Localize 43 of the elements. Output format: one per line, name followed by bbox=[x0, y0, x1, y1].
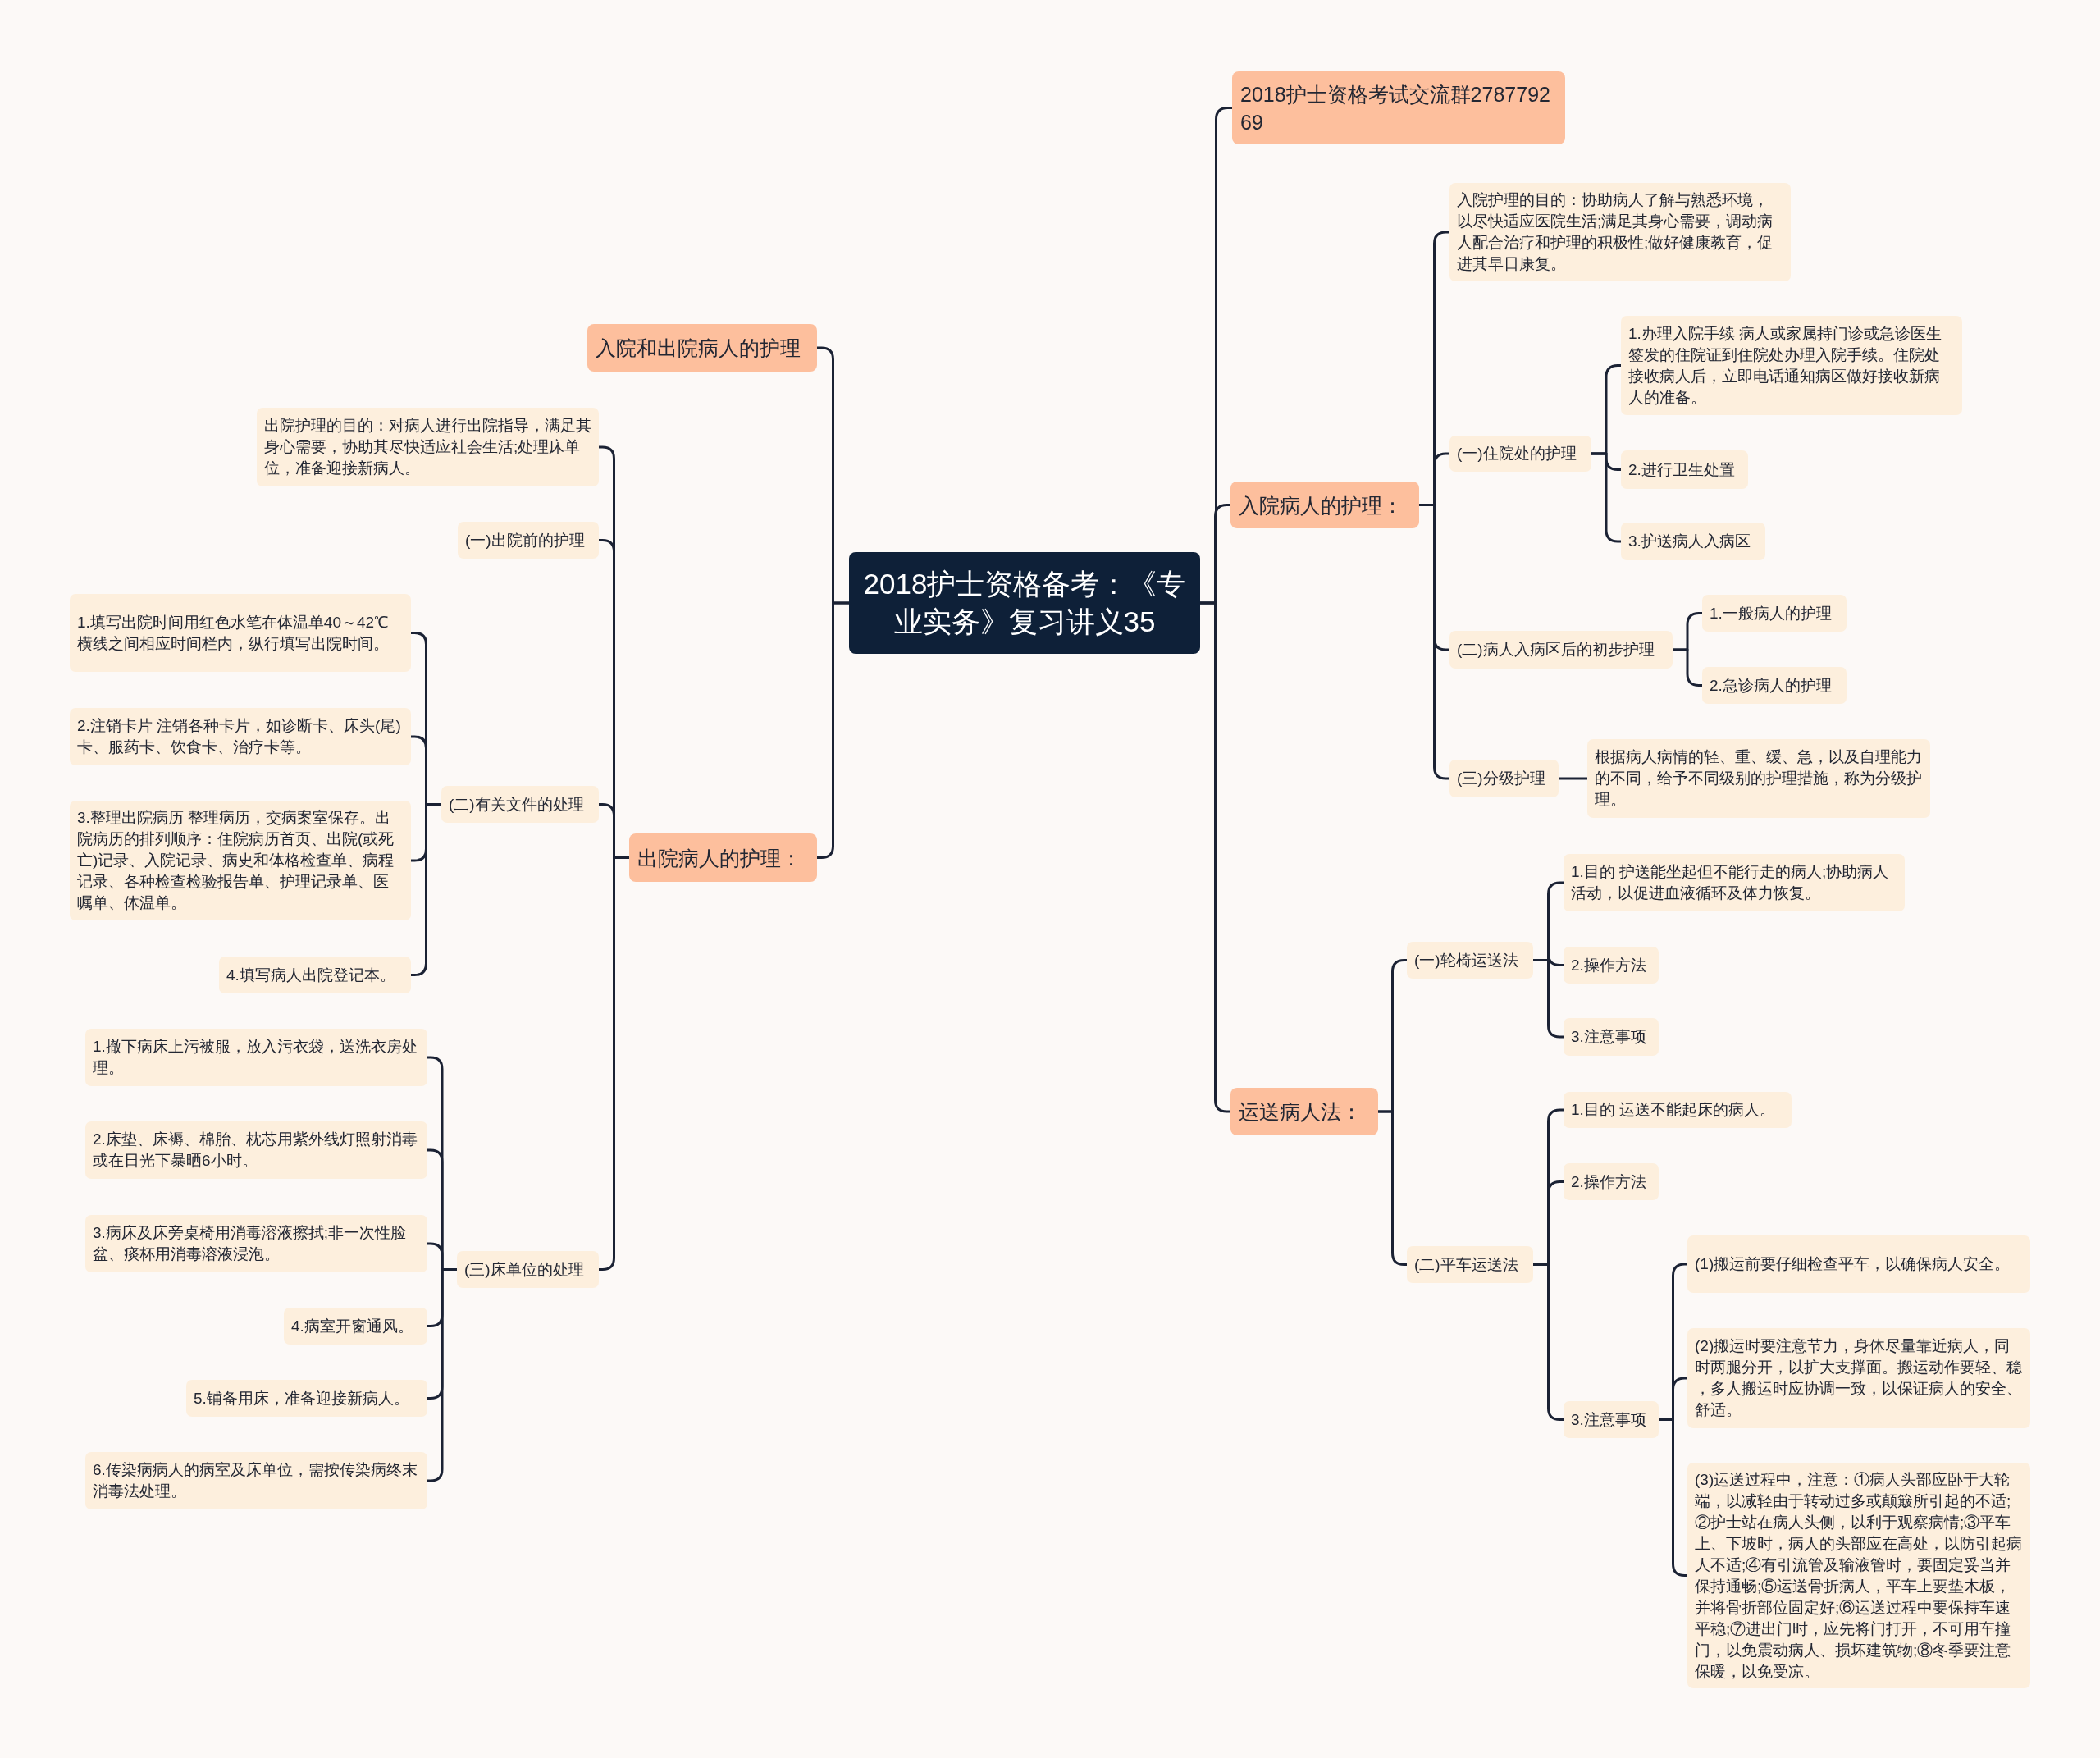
subtopic: 2.操作方法 bbox=[1564, 1163, 1659, 1200]
central-topic: 2018护士资格备考：《专业实务》复习讲义35 bbox=[849, 552, 1200, 654]
subtopic: 3.病床及床旁桌椅用消毒溶液擦拭;非一次性脸盆、痰杯用消毒溶液浸泡。 bbox=[85, 1215, 427, 1272]
subtopic: (三)分级护理 bbox=[1449, 760, 1559, 797]
subtopic: (二)病人入病区后的初步护理 bbox=[1449, 631, 1673, 669]
subtopic: 4.病室开窗通风。 bbox=[284, 1308, 427, 1345]
subtopic: 2.床垫、床褥、棉胎、枕芯用紫外线灯照射消毒或在日光下暴晒6小时。 bbox=[85, 1121, 427, 1179]
subtopic: (2)搬运时要注意节力，身体尽量靠近病人，同时两腿分开，以扩大支撑面。搬运动作要轻、稳，多人搬运时应协调一致，以保证病人的安全、舒适。 bbox=[1687, 1328, 2030, 1428]
subtopic: 3.注意事项 bbox=[1564, 1401, 1659, 1438]
connector-line bbox=[1559, 777, 1587, 780]
subtopic: (1)搬运前要仔细检查平车，以确保病人安全。 bbox=[1687, 1235, 2030, 1293]
subtopic: (二)有关文件的处理 bbox=[441, 786, 599, 823]
connector-line bbox=[1673, 648, 1702, 687]
subtopic: 2.注销卡片 注销各种卡片，如诊断卡、床头(尾)卡、服药卡、饮食卡、治疗卡等。 bbox=[70, 708, 411, 765]
main-topic: 入院病人的护理： bbox=[1230, 482, 1419, 528]
main-topic: 2018护士资格考试交流群278779269 bbox=[1232, 71, 1565, 144]
subtopic: (二)平车运送法 bbox=[1407, 1246, 1533, 1283]
subtopic: 5.铺备用床，准备迎接新病人。 bbox=[186, 1380, 427, 1417]
subtopic: 出院护理的目的：对病人进行出院指导，满足其身心需要，协助其尽快适应社会生活;处理床单位，准备迎接新病人。 bbox=[257, 408, 599, 486]
subtopic: 1.撤下病床上污被服，放入污衣袋，送洗衣房处理。 bbox=[85, 1029, 427, 1086]
subtopic: 6.传染病病人的病室及床单位，需按传染病终末消毒法处理。 bbox=[85, 1452, 427, 1509]
subtopic: 3.注意事项 bbox=[1564, 1018, 1659, 1056]
subtopic: (三)床单位的处理 bbox=[457, 1251, 599, 1288]
main-topic: 运送病人法： bbox=[1230, 1088, 1378, 1135]
subtopic: 1.目的 运送不能起床的病人。 bbox=[1564, 1092, 1792, 1128]
subtopic: 1.目的 护送能坐起但不能行走的病人;协助病人活动，以促进血液循环及体力恢复。 bbox=[1564, 854, 1905, 911]
main-topic: 入院和出院病人的护理 bbox=[587, 324, 817, 372]
subtopic: (一)轮椅运送法 bbox=[1407, 942, 1533, 979]
subtopic: 2.急诊病人的护理 bbox=[1702, 667, 1847, 704]
subtopic: 2.进行卫生处置 bbox=[1621, 450, 1748, 489]
subtopic: 3.护送病人入病区 bbox=[1621, 523, 1765, 560]
subtopic: 3.整理出院病历 整理病历，交病案室保存。出院病历的排列顺序：住院病历首页、出院(或死亡)记录、入院记录、病史和体格检查单、病程记录、各种检查检验报告单、护理记录单、医嘱单、体温单。 bbox=[70, 801, 411, 920]
subtopic: (一)出院前的护理 bbox=[458, 522, 599, 559]
main-topic: 出院病人的护理： bbox=[629, 833, 817, 882]
subtopic: 1.填写出院时间用红色水笔在体温单40～42℃横线之间相应时间栏内，纵行填写出院时间。 bbox=[70, 594, 411, 672]
subtopic: (一)住院处的护理 bbox=[1449, 436, 1591, 472]
subtopic: 1.办理入院手续 病人或家属持门诊或急诊医生签发的住院证到住院处办理入院手续。住院处接收病人后，立即电话通知病区做好接收新病人的准备。 bbox=[1621, 316, 1962, 415]
subtopic: 根据病人病情的轻、重、缓、急，以及自理能力的不同，给予不同级别的护理措施，称为分级护理。 bbox=[1587, 739, 1930, 818]
subtopic: (3)运送过程中，注意：①病人头部应卧于大轮端，以减轻由于转动过多或颠簸所引起的不适;②护士站在病人头侧，以利于观察病情;③平车上、下坡时，病人的头部应在高处，以防引起病人不适;④有引流管及输液管时，要固定妥当并保持通畅;⑤运送骨折病人，平车上要垫木板，并将骨折部位固定好;⑥运送过程中要保持车速平稳;⑦进出门时，应先将门打开，不可用车撞门，以免震动病人、损坏建筑物;⑧冬季要注意保暖，以免受凉。 bbox=[1687, 1463, 2030, 1688]
subtopic: 4.填写病人出院登记本。 bbox=[219, 957, 411, 993]
subtopic: 2.操作方法 bbox=[1564, 947, 1659, 984]
subtopic: 1.一般病人的护理 bbox=[1702, 595, 1847, 632]
subtopic: 入院护理的目的：协助病人了解与熟悉环境，以尽快适应医院生活;满足其身心需要，调动病人配合治疗和护理的积极性;做好健康教育，促进其早日康复。 bbox=[1449, 183, 1791, 281]
